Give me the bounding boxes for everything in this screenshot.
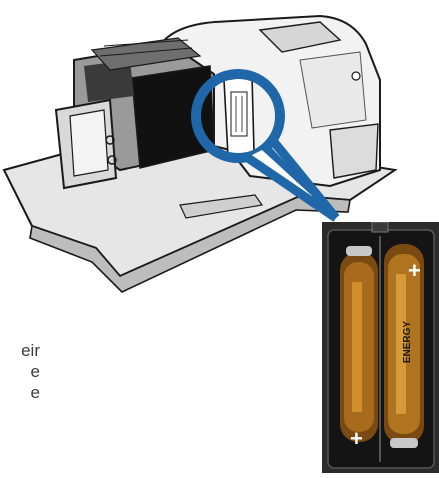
battery-compartment: [223, 75, 255, 157]
magnifier-callout: [191, 69, 340, 222]
caption-line-3: e: [30, 383, 40, 402]
plus-polarity-bottom: +: [350, 426, 363, 451]
battery-right: [384, 244, 424, 448]
mechanism-block: [54, 37, 215, 190]
caption-line-2: e: [30, 362, 40, 381]
battery-left: [340, 246, 378, 442]
caption-line-1: eir: [21, 341, 40, 360]
battery-brand-label: ENERGY: [402, 321, 413, 364]
battery-holder: ENERGY: [322, 221, 439, 473]
battery-photo: ENERGY + +: [322, 221, 439, 473]
caption-text: eir e e: [0, 340, 40, 403]
plus-polarity-top: +: [408, 258, 421, 283]
